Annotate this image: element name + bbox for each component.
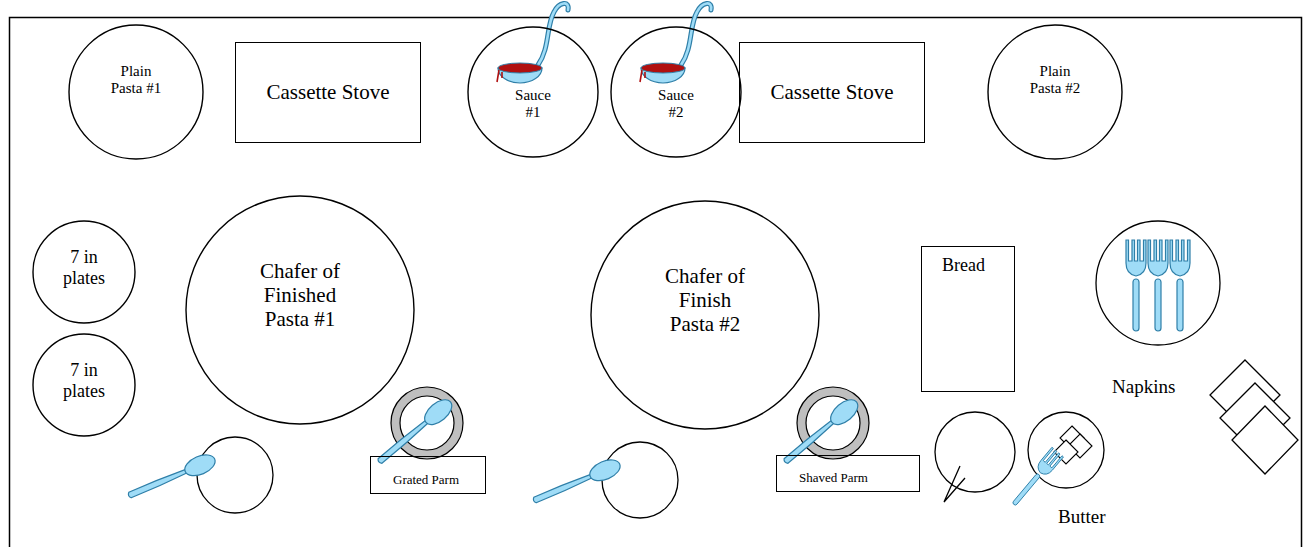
station-name: Sauce #2 <box>651 87 701 122</box>
circle-line <box>468 27 598 157</box>
station-name: Sauce #1 <box>508 87 558 122</box>
circle-line <box>33 334 135 436</box>
station-name: Cassette Stove <box>770 80 893 104</box>
serving-plate <box>197 437 273 513</box>
serving-spoon <box>125 451 218 504</box>
station-box: Cassette Stove <box>235 42 421 143</box>
knife-plate <box>935 412 1015 492</box>
node-texts: 7 in plates <box>52 247 116 288</box>
station-circle: Chafer of Finished Pasta #1 <box>185 195 415 425</box>
node-texts: Shaved Parm <box>799 471 868 486</box>
node-texts: Plain Pasta #2 <box>1024 63 1086 98</box>
node-texts: 7 in plates <box>52 360 116 401</box>
station-name: Grated Parm <box>393 473 459 488</box>
serving-plate <box>602 442 678 518</box>
station-circle: 7 in plates <box>32 220 136 324</box>
station-name: Chafer of Finish Pasta #2 <box>655 264 755 336</box>
station-name: 7 in plates <box>52 247 116 288</box>
cheese-spoon <box>779 395 862 469</box>
station-name: Cassette Stove <box>266 80 389 104</box>
napkin <box>1232 406 1298 474</box>
serving-spoon <box>530 456 623 509</box>
circle-line <box>988 25 1122 159</box>
station-name: Shaved Parm <box>799 471 868 486</box>
node-texts: Chafer of Finish Pasta #2 <box>655 264 755 336</box>
station-circle: Sauce #2 <box>610 26 742 158</box>
station-circle: Plain Pasta #1 <box>68 24 204 160</box>
station-circle: 7 in plates <box>32 333 136 437</box>
station-box: Cassette Stove <box>739 42 925 143</box>
napkins-label: Napkins <box>1112 376 1175 398</box>
butter-label: Butter <box>1058 506 1106 528</box>
station-circle: Plain Pasta #2 <box>987 24 1123 160</box>
station-name: Chafer of Finished Pasta #1 <box>250 259 350 331</box>
node-texts: Bread <box>942 255 985 276</box>
table-edge <box>10 18 1302 547</box>
circle-line <box>69 25 203 159</box>
station-circle: Chafer of Finish Pasta #2 <box>590 200 820 430</box>
station-box: Bread <box>921 246 1015 392</box>
circle-line <box>591 201 819 429</box>
node-texts: Cassette Stove <box>770 80 893 104</box>
station-name: Bread <box>942 255 985 276</box>
node-texts: Plain Pasta #1 <box>105 63 167 98</box>
station-name: 7 in plates <box>52 360 116 401</box>
cheese-spoon <box>373 395 456 469</box>
ladle <box>640 3 711 83</box>
node-texts: Sauce #2 <box>651 87 701 122</box>
circle-line <box>33 221 135 323</box>
ladle <box>497 3 568 83</box>
node-texts: Cassette Stove <box>266 80 389 104</box>
butter-fork <box>1008 447 1063 509</box>
fork <box>1126 240 1146 331</box>
station-box: Grated Parm <box>370 456 486 494</box>
station-name: Plain Pasta #1 <box>105 63 167 98</box>
node-texts: Grated Parm <box>393 473 459 488</box>
fork <box>1148 240 1168 331</box>
node-texts: Sauce #1 <box>508 87 558 122</box>
circle-line <box>611 27 741 157</box>
station-circle: Sauce #1 <box>467 26 599 158</box>
fork <box>1170 240 1190 331</box>
station-box: Shaved Parm <box>776 455 920 492</box>
butter-knife <box>944 466 965 502</box>
node-texts: Chafer of Finished Pasta #1 <box>250 259 350 331</box>
fork-plate <box>1096 221 1220 345</box>
circle-line <box>186 196 414 424</box>
station-name: Plain Pasta #2 <box>1024 63 1086 98</box>
